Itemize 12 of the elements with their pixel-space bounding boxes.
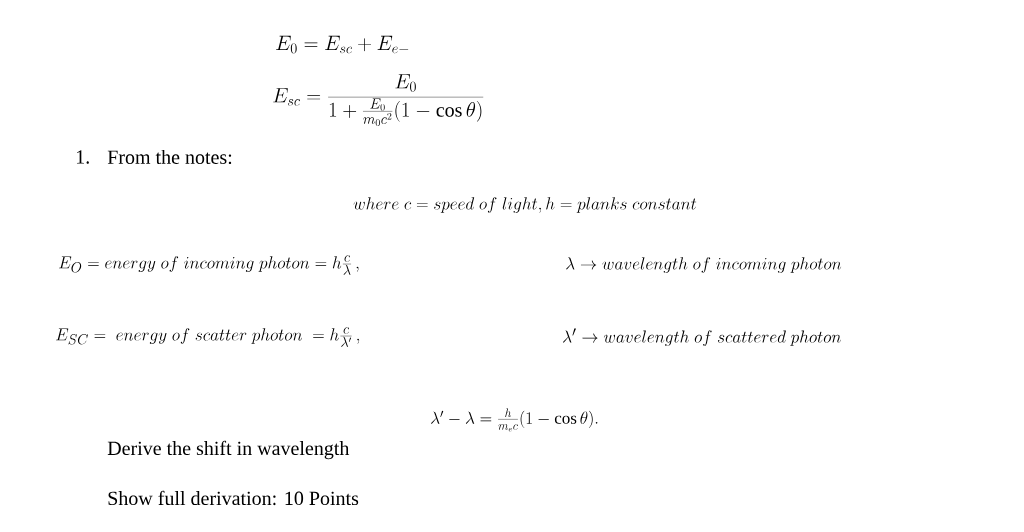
equation: $\lambda' \rightarrow wavelength\ of\ scattered\ photon$ bbox=[563, 328, 841, 346]
body-text: Show full derivation: 10 Points bbox=[108, 490, 359, 506]
equation: $where\ c = speed\ of\ light, h = planks\ constant$ bbox=[353, 197, 697, 213]
list-number: 1. bbox=[76, 150, 89, 164]
equation: $\lambda \rightarrow wavelength\ of\ incoming\ photon$ bbox=[566, 257, 842, 273]
equation: $E_O = energy\ of\ incoming\ photon = h\frac{c}{\lambda}\,,$ bbox=[59, 255, 359, 275]
equation: $E_0 = E_{sc} + E_{e-}$ bbox=[276, 35, 409, 54]
equation: $E_{SC} = \ energy\ of\ scatter\ photon\ = h\frac{c}{\lambda'}\,,$ bbox=[56, 327, 360, 347]
equation: $\lambda' - \lambda = \frac{h}{m_ec}(1-\cos\theta).$ bbox=[431, 408, 598, 432]
body-text: From the notes: bbox=[107, 149, 232, 165]
equation: $E_{sc} = \frac{E_0}{1+\frac{E_0}{m_0c^2}(1-\cos\theta)}$ bbox=[273, 74, 484, 127]
body-text: Derive the shift in wavelength bbox=[107, 440, 350, 460]
